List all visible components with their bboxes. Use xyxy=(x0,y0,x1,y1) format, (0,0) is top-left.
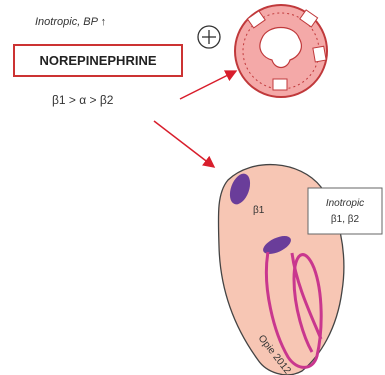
heart-receptor-label: β1 xyxy=(253,205,265,216)
heart-effect-box xyxy=(308,188,382,234)
arrow-to-vessel xyxy=(180,71,236,99)
receptor-selectivity: β1 > α > β2 xyxy=(52,93,114,107)
heart-effect-title: Inotropic xyxy=(326,198,364,209)
drug-effect-label: Inotropic, BP ↑ xyxy=(35,16,106,28)
drug-name: NOREPINEPHRINE xyxy=(39,53,156,68)
arrow-to-heart xyxy=(154,121,214,167)
vessel-receptor-block xyxy=(273,79,287,90)
heart-effect-receptors: β1, β2 xyxy=(331,214,360,225)
vessel-cross-section xyxy=(235,5,327,97)
vessel-receptor-block xyxy=(313,46,326,62)
